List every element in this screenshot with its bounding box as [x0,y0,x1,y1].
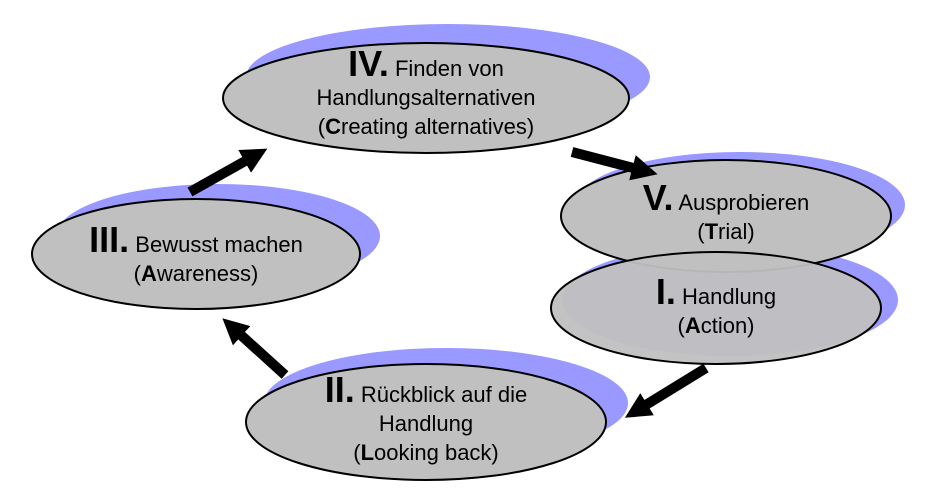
stage-iv-line2: Handlungsalternativen [316,85,536,110]
stage-ii-ellipse [245,363,607,481]
stage-v-english: (Trial) [697,219,755,244]
stage-iv-english: (Creating alternatives) [317,114,535,139]
arrow-iv-to-v [570,147,658,181]
stage-ii-numeral: II. [324,369,355,410]
stage-iii-title: Bewusst machen [135,232,303,257]
stage-iv-ellipse [222,42,630,154]
arrow-iii-to-iv [187,148,268,197]
cycle-arrows [187,147,709,418]
stage-ii-key-letter: L [360,440,375,465]
stage-ii-line1: II. Rückblick auf die [286,372,566,411]
stage-i-numeral: I. [655,271,676,312]
stage-iv-line1: IV. Finden von [246,46,606,85]
stage-v-numeral: V. [642,177,674,218]
stage-i-title: Handlung [681,284,777,309]
stage-i-key-letter: A [684,313,701,338]
stage-iii-english: (Awareness) [133,261,259,286]
stage-iv-numeral: IV. [348,43,389,84]
stage-i-label: I. Handlung (Action) [586,274,846,342]
stage-ii-title: Rückblick auf die [360,382,528,407]
stage-iii-line1: III. Bewusst machen [56,222,336,261]
stage-iii-numeral: III. [89,219,130,260]
stage-v-title: Ausprobieren [678,190,810,215]
stage-iii-ellipse [31,198,361,310]
stage-iv-title: Finden von [394,56,504,81]
stage-iii-key-letter: A [140,261,157,286]
stage-i-ellipse [550,251,882,365]
stage-iv-key-letter: C [325,114,341,139]
stage-ii-line2: Handlung [378,411,474,436]
stage-i-english: (Action) [677,313,755,338]
stage-iv-label: IV. Finden von Handlungsalternativen (Cr… [246,46,606,143]
stage-v-label: V. Ausprobieren (Trial) [596,180,856,248]
stage-ii-english: (Looking back) [353,440,499,465]
stage-ii-label: II. Rückblick auf die Handlung (Looking … [286,372,566,469]
arrow-ii-to-iii [222,318,289,379]
stage-v-key-letter: T [704,219,719,244]
stage-iii-label: III. Bewusst machen (Awareness) [56,222,336,290]
stage-v-line1: V. Ausprobieren [596,180,856,219]
stage-i-line1: I. Handlung [586,274,846,313]
arrow-i-to-ii [624,363,709,418]
